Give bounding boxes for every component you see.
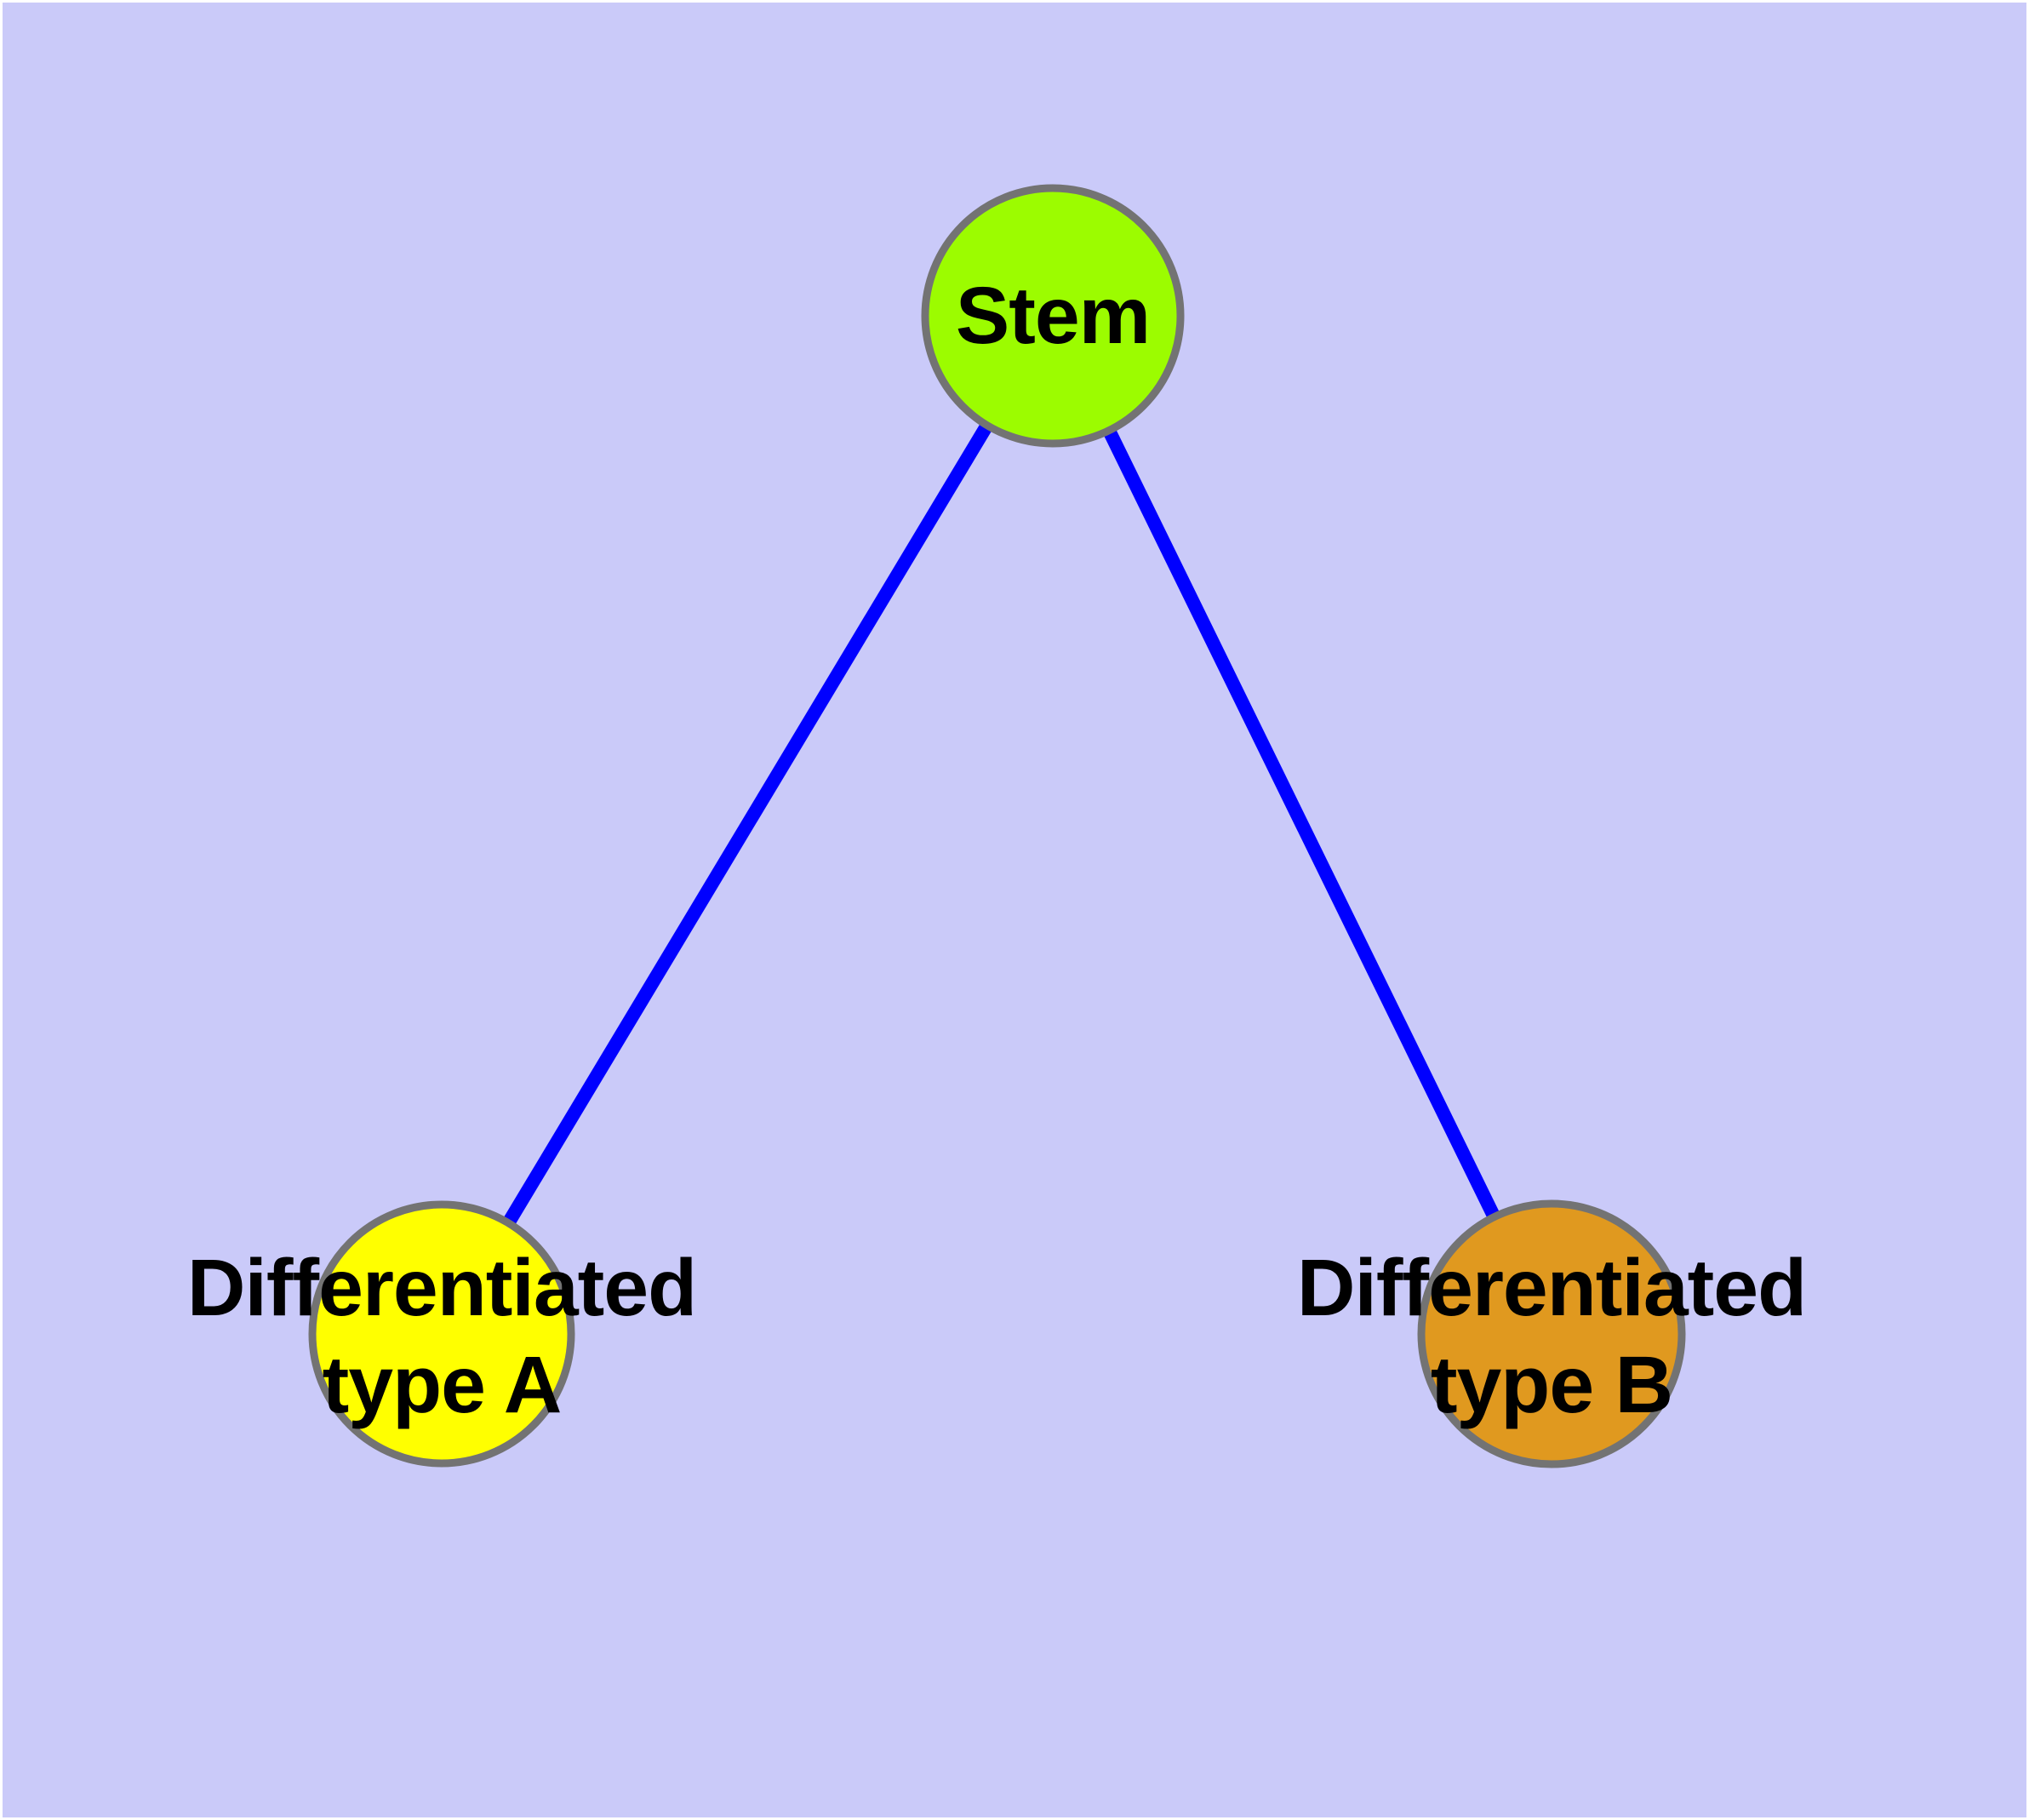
node-label-differentiated-type-a: Differentiated type A — [186, 1239, 697, 1434]
node-stem — [921, 184, 1185, 448]
edge-stem-to-type-a — [436, 312, 1059, 1338]
node-label-line: Differentiated — [1296, 1243, 1807, 1333]
node-label-line: Differentiated — [186, 1243, 697, 1333]
node-label-differentiated-type-b: Differentiated type B — [1296, 1239, 1807, 1434]
node-label-line: Stem — [955, 271, 1151, 361]
node-label-stem: Stem — [955, 267, 1151, 364]
node-differentiated-type-a — [308, 1200, 575, 1468]
node-label-line: type A — [322, 1340, 563, 1430]
node-differentiated-type-b — [1417, 1199, 1686, 1468]
node-label-line: type B — [1430, 1340, 1673, 1430]
edge-stem-to-type-b — [1046, 312, 1558, 1337]
